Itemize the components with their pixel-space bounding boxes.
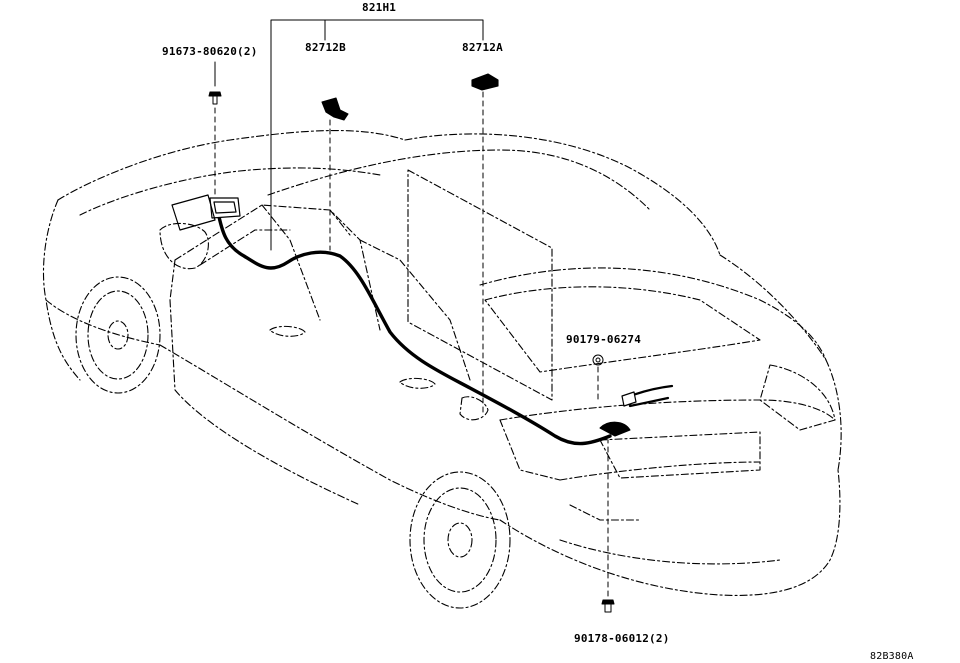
leader-lines <box>214 91 609 597</box>
label-screw-91673: 91673-80620(2) <box>162 45 258 58</box>
nut-90179-part <box>592 354 604 366</box>
rear-wheel <box>409 471 511 609</box>
illustration-reference: 82B380A <box>870 651 914 662</box>
label-connector-82712b: 82712B <box>305 41 346 54</box>
connector-82712a-part <box>471 73 499 91</box>
rear-grommet <box>599 421 631 437</box>
clip-90178-part <box>601 599 615 613</box>
rear-connector <box>621 391 637 407</box>
label-harness-821h1: 821H1 <box>362 1 397 14</box>
car-body-outline <box>42 130 842 596</box>
harness-bracket <box>214 19 484 251</box>
connector-82712b-part <box>321 97 349 121</box>
front-connector <box>171 194 241 231</box>
label-nut-90179: 90179-06274 <box>566 333 642 346</box>
screw-91673-part <box>208 91 222 105</box>
label-connector-82712a: 82712A <box>462 41 503 54</box>
label-clip-90178: 90178-06012(2) <box>574 632 670 645</box>
doors-windows <box>159 204 836 481</box>
front-wheel <box>75 276 161 394</box>
wire-harness <box>216 210 612 446</box>
